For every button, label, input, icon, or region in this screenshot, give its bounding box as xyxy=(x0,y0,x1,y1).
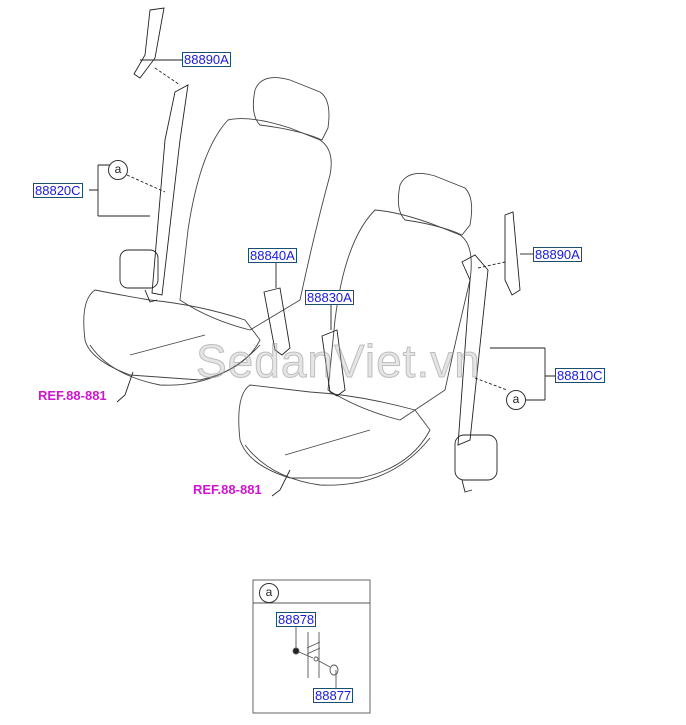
ref-label-left-seat[interactable]: REF.88-881 xyxy=(38,388,107,403)
detail-inset xyxy=(252,579,371,714)
part-label-upper-anchor-right[interactable]: 88890A xyxy=(533,247,582,262)
inset-marker: a xyxy=(259,583,279,603)
detail-marker-right: a xyxy=(506,390,526,410)
ref-label-right-seat[interactable]: REF.88-881 xyxy=(193,482,262,497)
part-label-buckle-right[interactable]: 88830A xyxy=(305,290,354,305)
watermark: SedanViet.vn xyxy=(196,335,481,388)
left-belt-assembly xyxy=(119,7,189,303)
detail-marker-left: a xyxy=(108,160,128,180)
part-label-inset-top[interactable]: 88878 xyxy=(276,612,317,627)
part-label-buckle-left[interactable]: 88840A xyxy=(248,248,297,263)
right-seat xyxy=(238,173,473,486)
leader-lines xyxy=(89,164,555,497)
right-buckle xyxy=(321,304,346,397)
left-seat xyxy=(83,77,332,386)
right-belt-assembly xyxy=(454,211,533,493)
part-label-inset-bottom[interactable]: 88877 xyxy=(313,688,354,703)
part-label-upper-anchor-left[interactable]: 88890A xyxy=(182,52,231,67)
part-label-belt-right[interactable]: 88810C xyxy=(555,368,605,383)
part-label-belt-left[interactable]: 88820C xyxy=(33,183,83,198)
left-buckle xyxy=(263,262,291,356)
